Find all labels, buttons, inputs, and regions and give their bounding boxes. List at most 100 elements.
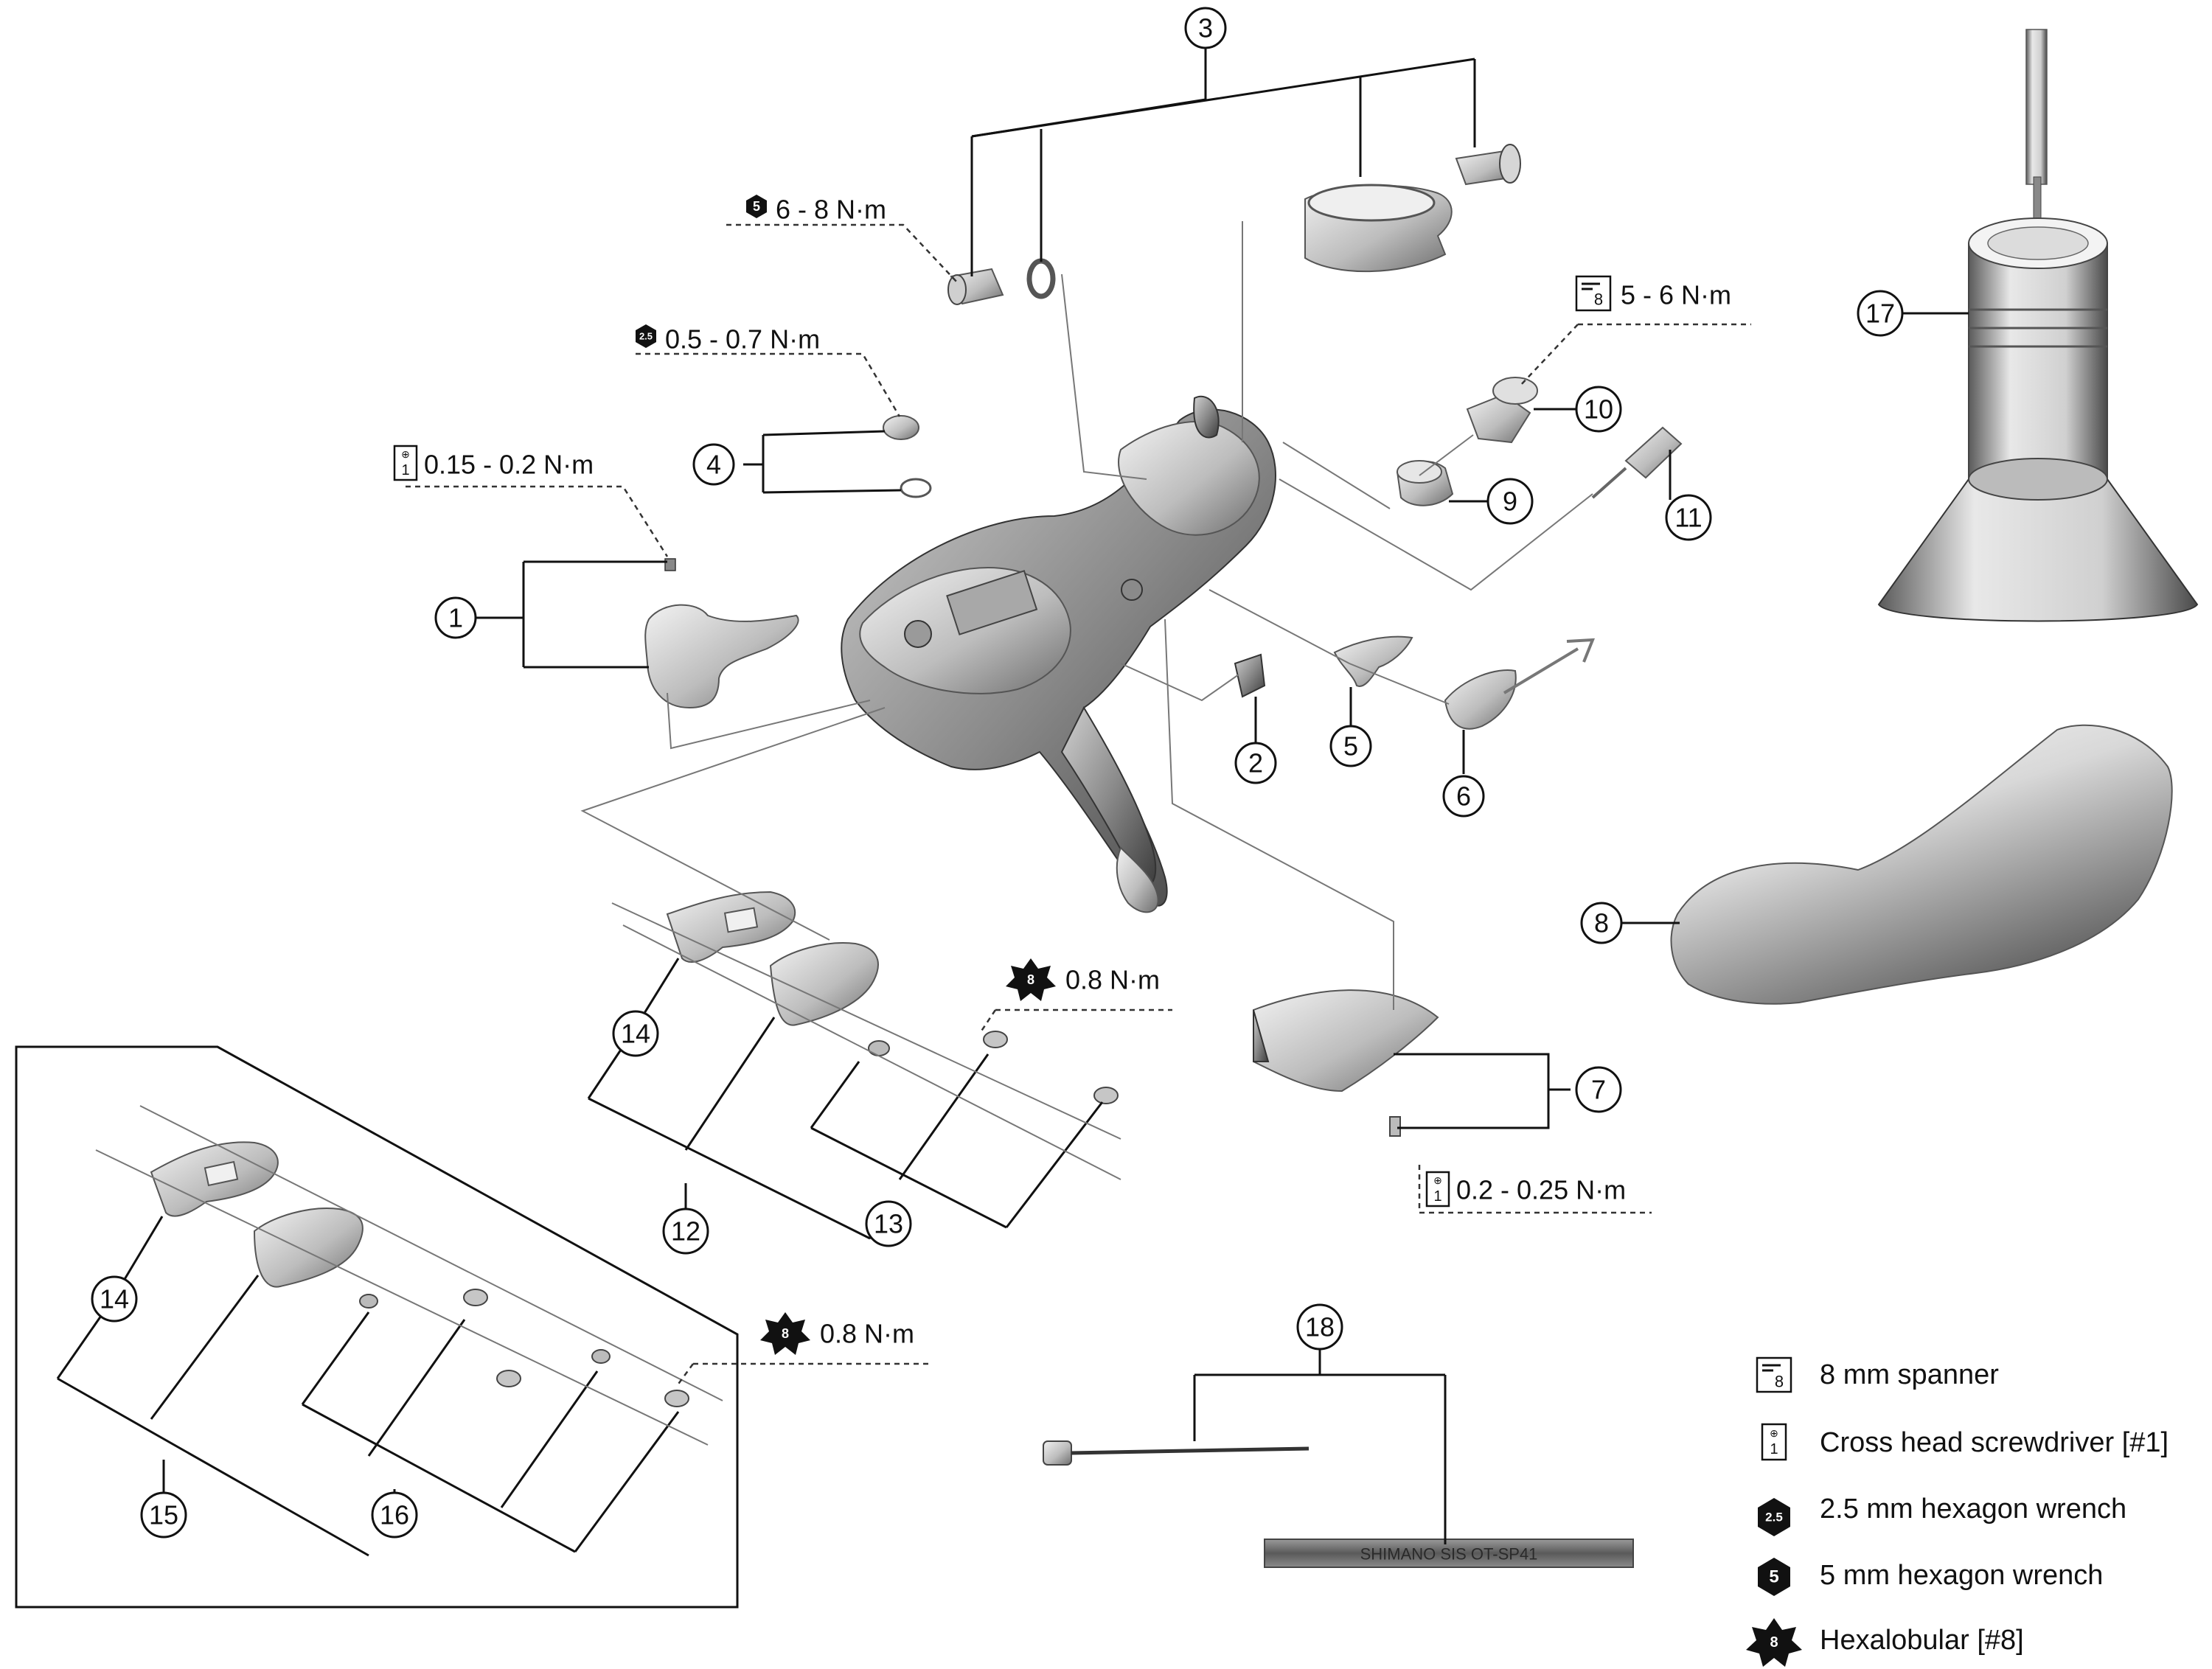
crosshead-glyph: ⊕	[401, 448, 410, 460]
callout-14-upper: 14	[612, 1010, 659, 1057]
crosshead-glyph: ⊕	[1433, 1174, 1442, 1186]
callout-1: 1	[434, 596, 477, 639]
svg-text:18: 18	[1305, 1312, 1335, 1342]
torque-spec-t13: 8 0.8 N·m	[1006, 958, 1160, 1001]
hex25-mark: 2.5	[639, 331, 653, 342]
torque-value-t13: 0.8 N·m	[1065, 965, 1160, 995]
callout-6: 6	[1442, 775, 1485, 818]
part-3-pieces	[947, 144, 1521, 305]
torque-spec-t3: 5 6 - 8 N·m	[746, 195, 886, 225]
callout-18: 18	[1296, 1303, 1343, 1351]
svg-text:13: 13	[874, 1209, 903, 1239]
hexalobular-mark: 8	[1027, 972, 1034, 987]
svg-text:6: 6	[1456, 781, 1471, 812]
upper-lever-parts	[666, 891, 1119, 1104]
shifter-body	[841, 396, 1276, 913]
hexalobular-mark: 8	[1770, 1634, 1778, 1651]
svg-text:14: 14	[621, 1019, 650, 1049]
callout-5: 5	[1329, 725, 1372, 767]
svg-text:10: 10	[1584, 394, 1613, 425]
parts-9-10-11	[1396, 377, 1683, 506]
svg-text:2: 2	[1248, 748, 1263, 778]
svg-text:9: 9	[1503, 487, 1517, 517]
callout-2: 2	[1234, 742, 1277, 784]
cable-print: SHIMANO SIS OT-SP41	[1360, 1545, 1538, 1564]
legend-row-hex25: 2.5 2.5 mm hexagon wrench	[1758, 1494, 2126, 1536]
hexalobular-icon	[1006, 958, 1056, 1001]
svg-text:3: 3	[1198, 13, 1213, 43]
callout-8: 8	[1580, 902, 1623, 944]
legend-row-spanner: 8 8 mm spanner	[1756, 1356, 1999, 1393]
torque-leaders	[406, 223, 1751, 1387]
part-7-cover	[1253, 989, 1439, 1137]
legend-row-hex5: 5 5 mm hexagon wrench	[1758, 1558, 2103, 1596]
legend-text: Cross head screwdriver [#1]	[1820, 1427, 2168, 1458]
legend-text: Hexalobular [#8]	[1820, 1625, 2024, 1656]
parts-2-5-6	[1234, 635, 1596, 730]
hexalobular-icon	[760, 1312, 810, 1355]
torque-value-t16: 0.8 N·m	[820, 1319, 914, 1349]
torque-value-t10: 5 - 6 N·m	[1621, 280, 1731, 310]
hexalobular-mark: 8	[782, 1326, 789, 1341]
legend-row-hexalobular: 8 Hexalobular [#8]	[1746, 1618, 2024, 1667]
svg-text:5: 5	[1343, 731, 1358, 762]
svg-text:14: 14	[100, 1284, 129, 1314]
svg-text:16: 16	[380, 1500, 409, 1530]
callout-13: 13	[865, 1200, 912, 1247]
torque-value-t1: 0.15 - 0.2 N·m	[424, 450, 594, 480]
svg-text:11: 11	[1674, 503, 1702, 533]
torque-value-t4: 0.5 - 0.7 N·m	[665, 324, 820, 355]
torque-spec-t1: 1 ⊕ 0.15 - 0.2 N·m	[393, 445, 594, 481]
legend-text: 2.5 mm hexagon wrench	[1820, 1494, 2126, 1525]
tool-legend: 8 8 mm spanner ⊕ 1 Cross head screwdrive…	[1746, 1356, 2168, 1667]
crosshead-mark: 1	[1770, 1441, 1778, 1457]
part-8-hood	[1670, 724, 2173, 1005]
spanner-mark: 8	[1594, 290, 1603, 309]
crosshead-glyph: ⊕	[1770, 1427, 1778, 1439]
callout-7: 7	[1575, 1066, 1622, 1113]
callout-12: 12	[662, 1208, 709, 1255]
callout-16: 16	[371, 1491, 418, 1539]
callout-3: 3	[1184, 7, 1227, 49]
torque-spec-t10: 8 5 - 6 N·m	[1575, 275, 1731, 312]
legend-text: 5 mm hexagon wrench	[1820, 1560, 2103, 1591]
svg-text:1: 1	[448, 603, 463, 633]
hex5-icon	[1758, 1558, 1790, 1596]
torque-spec-t4: 2.5 0.5 - 0.7 N·m	[636, 324, 820, 355]
part-17-tool	[1877, 29, 2199, 622]
crosshead-mark: 1	[401, 462, 409, 478]
crosshead-icon	[1761, 1423, 1787, 1461]
hex5-icon	[746, 195, 767, 218]
spanner-mark: 8	[1775, 1373, 1784, 1391]
hex25-mark: 2.5	[1765, 1511, 1783, 1525]
svg-text:17: 17	[1865, 299, 1895, 329]
svg-text:12: 12	[671, 1216, 700, 1247]
crosshead-icon	[1425, 1171, 1450, 1208]
callout-11: 11	[1665, 494, 1712, 541]
callout-17: 17	[1857, 290, 1904, 337]
legend-row-crosshead: ⊕ 1 Cross head screwdriver [#1]	[1761, 1423, 2168, 1461]
leader-lines	[15, 48, 1969, 1609]
svg-text:8: 8	[1594, 908, 1609, 938]
spanner-icon	[1575, 275, 1612, 312]
svg-text:15: 15	[149, 1500, 178, 1530]
svg-text:4: 4	[706, 450, 721, 480]
callout-10: 10	[1575, 386, 1622, 433]
torque-value-t3: 6 - 8 N·m	[776, 195, 886, 225]
hex25-icon	[1758, 1498, 1790, 1536]
inset-parts	[150, 1141, 689, 1407]
spanner-icon	[1756, 1356, 1792, 1393]
hex5-mark: 5	[1769, 1567, 1778, 1587]
hexalobular-icon	[1746, 1618, 1802, 1667]
crosshead-mark: 1	[1433, 1188, 1441, 1205]
torque-spec-t7: 1 ⊕ 0.2 - 0.25 N·m	[1425, 1171, 1626, 1208]
svg-text:7: 7	[1591, 1075, 1606, 1105]
hex25-icon	[636, 324, 656, 348]
torque-spec-t16: 8 0.8 N·m	[760, 1312, 914, 1355]
part-18-cable: SHIMANO SIS OT-SP41	[1043, 1440, 1634, 1568]
crosshead-icon	[393, 445, 418, 481]
part-4-pieces	[883, 415, 932, 498]
callout-9: 9	[1486, 478, 1534, 525]
